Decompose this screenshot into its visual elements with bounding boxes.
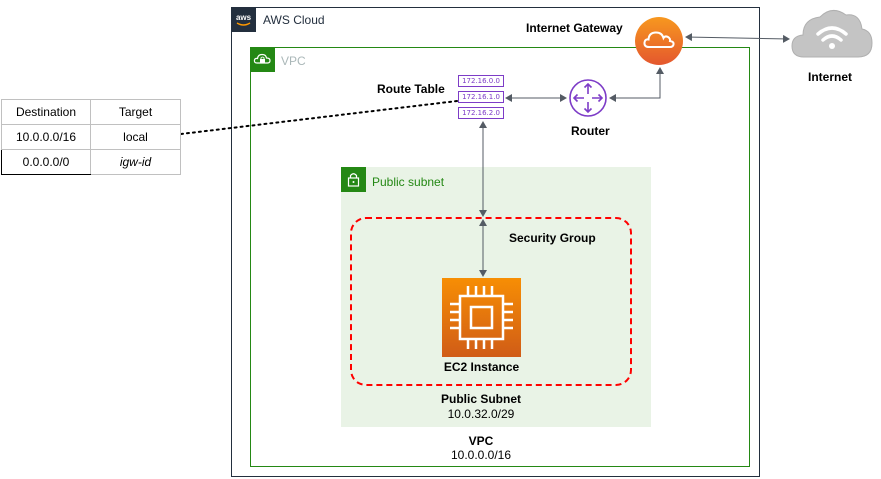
router-label: Router: [571, 124, 610, 138]
table-cell-destination: 10.0.0.0/16: [1, 124, 91, 150]
svg-text:aws: aws: [236, 13, 252, 22]
table-header-destination: Destination: [1, 99, 91, 125]
vpc-label: VPC: [468, 434, 494, 448]
table-header-target: Target: [90, 99, 181, 125]
subnet-lock-icon: [341, 167, 366, 192]
routes-table: Destination Target 10.0.0.0/16 local 0.0…: [1, 99, 181, 175]
vpc-cloud-lock-icon: [250, 47, 275, 72]
table-cell-target: igw-id: [90, 149, 181, 175]
internet-gateway-icon[interactable]: [634, 16, 684, 66]
table-row: 0.0.0.0/0 igw-id: [1, 149, 181, 175]
route-table-icon-row: 172.16.1.0: [458, 91, 504, 103]
public-subnet-tag-label: Public subnet: [372, 175, 445, 189]
route-table-icon-row: 172.16.0.0: [458, 75, 504, 87]
public-subnet-cidr: 10.0.32.0/29: [447, 407, 515, 421]
internet-label: Internet: [808, 70, 853, 84]
route-table-label: Route Table: [377, 82, 445, 96]
vpc-group: [250, 47, 750, 467]
router-icon[interactable]: [568, 78, 608, 118]
security-group-label: Security Group: [509, 231, 596, 245]
aws-cloud-group: [231, 7, 760, 477]
public-subnet-label: Public Subnet: [440, 392, 521, 406]
route-table-icon-row: 172.16.2.0: [458, 107, 504, 119]
aws-logo-icon: aws: [231, 7, 256, 32]
table-cell-destination: 0.0.0.0/0: [1, 149, 91, 175]
route-table-icon[interactable]: 172.16.0.0 172.16.1.0 172.16.2.0: [458, 75, 504, 120]
table-header-row: Destination Target: [1, 99, 181, 125]
ec2-instance-icon[interactable]: [442, 278, 521, 357]
aws-cloud-label: AWS Cloud: [263, 13, 325, 27]
vpc-tag-label: VPC: [281, 54, 306, 68]
internet-cloud-icon[interactable]: [790, 5, 874, 63]
internet-gateway-label: Internet Gateway: [526, 21, 623, 35]
table-cell-target: local: [90, 124, 181, 150]
table-row: 10.0.0.0/16 local: [1, 124, 181, 150]
vpc-cidr: 10.0.0.0/16: [450, 448, 512, 462]
ec2-instance-label: EC2 Instance: [443, 360, 520, 374]
security-group-boundary: [350, 217, 632, 386]
